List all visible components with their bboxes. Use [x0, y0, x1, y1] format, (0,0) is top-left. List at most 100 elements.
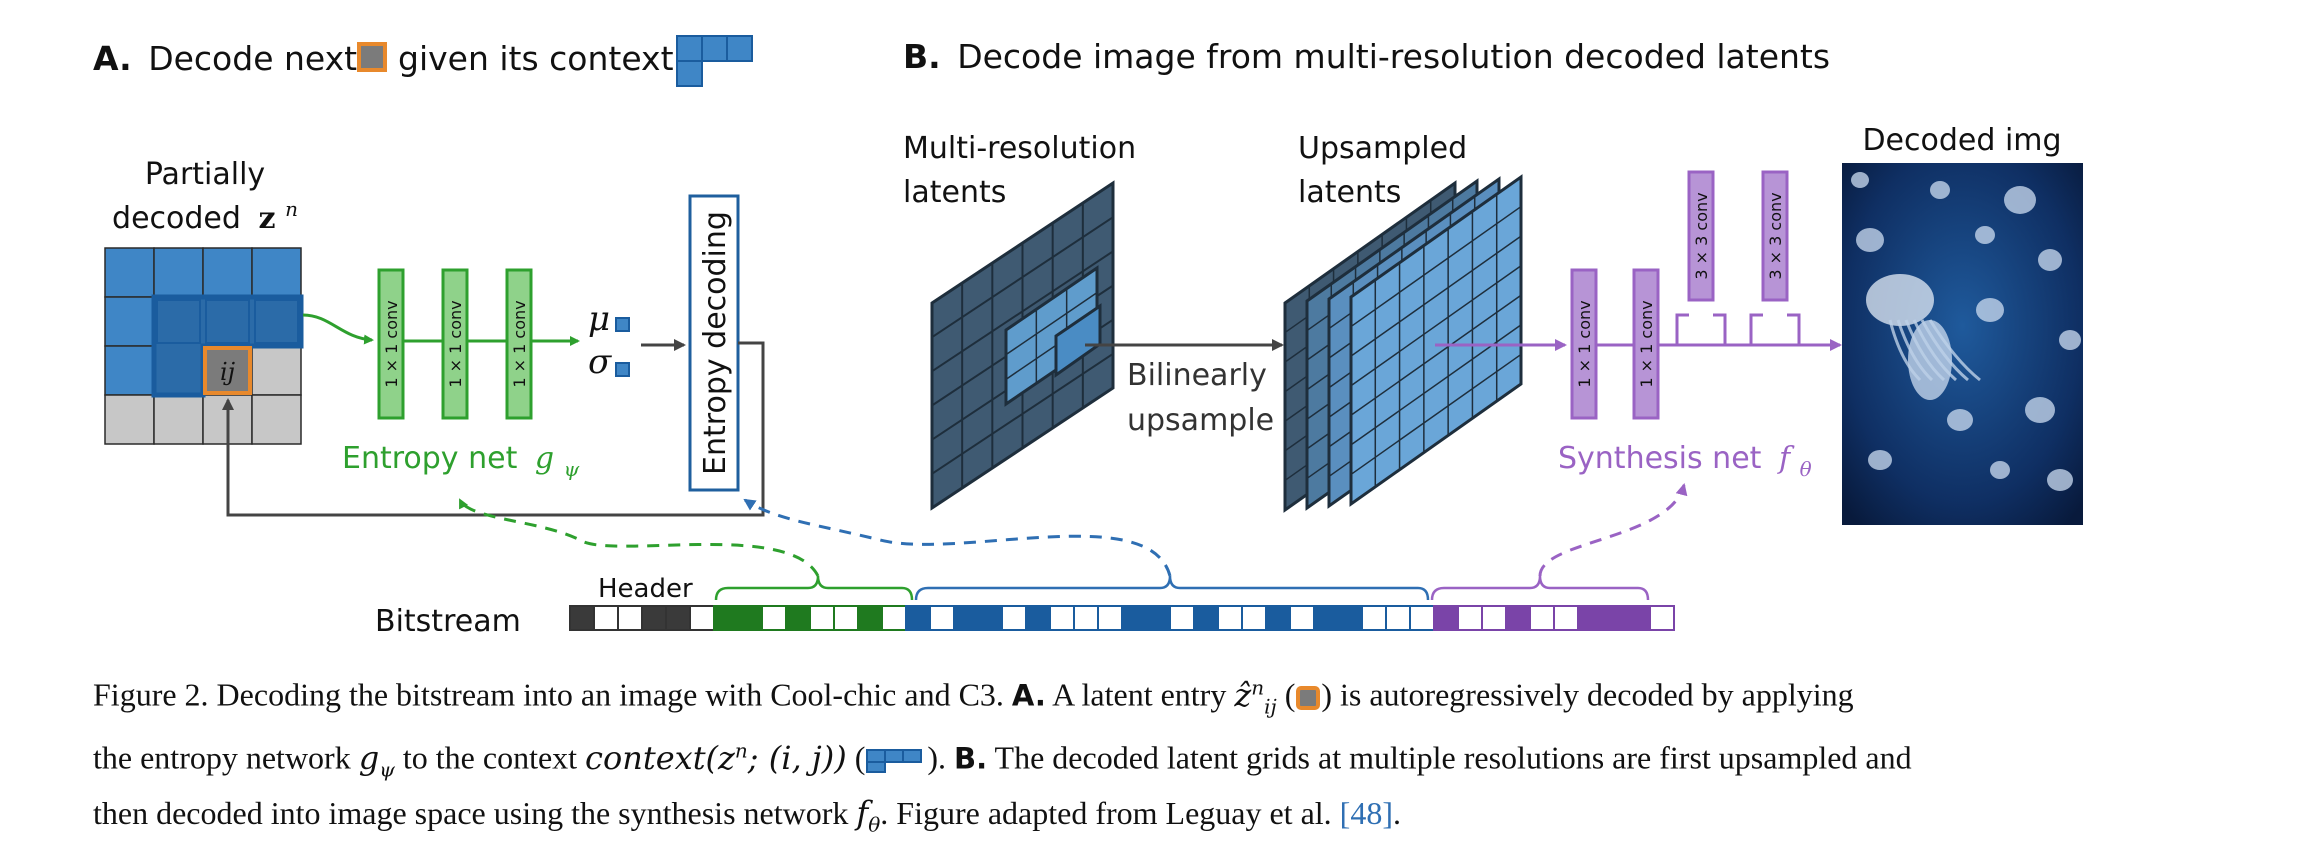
bit [665, 605, 691, 631]
caption-bold-b: B. [954, 741, 988, 776]
jellyfish-shape [1866, 274, 1934, 326]
figure-diagram: A. Decode next given its context Partial… [93, 35, 2083, 639]
current-cell [203, 346, 252, 395]
jellyfish-shape [1990, 461, 2010, 479]
upsampled-label-line1: Upsampled [1298, 131, 1467, 166]
jellyfish-shape [1856, 228, 1884, 252]
bit [1145, 605, 1171, 631]
panel-b-title: B. Decode image from multi-resolution de… [903, 37, 1830, 76]
jellyfish-shape [1947, 409, 1973, 431]
caption-text6: The decoded latent grids at multiple res… [994, 739, 1912, 776]
bit [713, 605, 739, 631]
bitstream-braces [714, 575, 1650, 601]
caption-text4: the entropy network [93, 739, 351, 776]
grid-cell [104, 247, 155, 298]
caption-text8: . Figure adapted from Leguay et al. [880, 795, 1332, 832]
bit [1097, 605, 1123, 631]
bit [1193, 605, 1219, 631]
caption-citation[interactable]: [48] [1339, 795, 1393, 832]
sigma-cell-icon [615, 362, 630, 377]
mu-cell-icon [615, 317, 630, 332]
synth-conv-3 [1687, 170, 1715, 302]
bit [1337, 605, 1363, 631]
panel-a-title-after: given its context [398, 39, 674, 78]
bit [617, 605, 643, 631]
bit [1649, 605, 1675, 631]
bit [1361, 605, 1387, 631]
jellyfish-shape [1868, 450, 1892, 470]
multires-label-line1: Multi-resolution [903, 131, 1136, 166]
bit [641, 605, 667, 631]
synth-conv-label-1: 1 × 1 conv [1575, 300, 1594, 387]
bit [809, 605, 835, 631]
caption-text1: Decoding the bitstream into an image wit… [216, 676, 1004, 713]
bit [761, 605, 787, 631]
orange-cell-icon [357, 42, 387, 72]
upsampled-layer [1349, 174, 1523, 507]
caption-orange-cell-icon [1296, 686, 1321, 711]
entropy-decoding-label: Entropy decoding [698, 211, 733, 475]
dashed-decoding-arrow [743, 498, 1172, 577]
panel-a-title-before: Decode next [148, 39, 357, 78]
bit [737, 605, 763, 631]
bit [1073, 605, 1099, 631]
caption-f: fθ [856, 794, 881, 837]
bit [1553, 605, 1579, 631]
decoded-img-label: Decoded img [1862, 123, 2061, 158]
caption-text3: is autoregressively decoded by applying [1340, 676, 1854, 713]
bit [1241, 605, 1267, 631]
bit [1001, 605, 1027, 631]
caption-text2: A latent entry [1052, 676, 1227, 713]
current-cell-label: ij [220, 358, 236, 386]
grid-cell [202, 247, 253, 298]
synth-conv-label-4: 3 × 3 conv [1766, 192, 1785, 279]
bit [785, 605, 811, 631]
synth-conv-label-2: 1 × 1 conv [1637, 300, 1656, 387]
bit [1313, 605, 1339, 631]
caption-text5: to the context [402, 739, 578, 776]
jellyfish-shape [1851, 172, 1869, 188]
multires-label-line2: latents [903, 175, 1006, 210]
caption-context: context(zn; (i, j)) [585, 738, 847, 777]
bit [1025, 605, 1051, 631]
caption-text7: then decoded into image space using the … [93, 795, 849, 832]
header-label: Header [598, 574, 693, 604]
bit [569, 605, 595, 631]
bit [833, 605, 859, 631]
bit [977, 605, 1003, 631]
bit [1481, 605, 1507, 631]
caption-g: gψ [358, 738, 395, 782]
bit [1385, 605, 1411, 631]
grid-cell [153, 394, 204, 445]
grid-cell [251, 394, 302, 445]
caption-latent-entry: ẑnij [1234, 675, 1277, 719]
bit [1433, 605, 1459, 631]
bit [1265, 605, 1291, 631]
jellyfish-shape [2025, 397, 2055, 423]
feedback-loop-arrow [222, 341, 765, 517]
bit [593, 605, 619, 631]
jellyfish-shape [1930, 181, 1950, 199]
jellyfish-shape [1975, 226, 1995, 244]
dashed-entropy-arrow [458, 498, 820, 577]
multires-latents [930, 180, 1115, 511]
bit [1409, 605, 1435, 631]
dashed-synthesis-arrow [1538, 483, 1688, 577]
conv-block-3 [505, 268, 533, 420]
panel-a-letter: A. [93, 39, 132, 78]
upsampled-latents [1283, 174, 1523, 513]
bit [1289, 605, 1315, 631]
caption-period: . [1392, 795, 1401, 832]
grid-cell [153, 247, 204, 298]
caption-context-icon [866, 749, 923, 774]
grid-cell [104, 394, 155, 445]
entropy-net-convs: 1 × 1 conv 1 × 1 conv 1 × 1 conv [377, 268, 580, 420]
bit [689, 605, 715, 631]
jellyfish-shape [2047, 469, 2073, 491]
entropy-net-label: Entropy net g ψ [342, 441, 580, 481]
bit [857, 605, 883, 631]
mu-symbol: μ [588, 299, 610, 339]
conv-label-2: 1 × 1 conv [446, 300, 465, 387]
figure-caption: Figure 2. Decoding the bitstream into an… [93, 675, 1912, 837]
grid-cell [104, 296, 155, 347]
